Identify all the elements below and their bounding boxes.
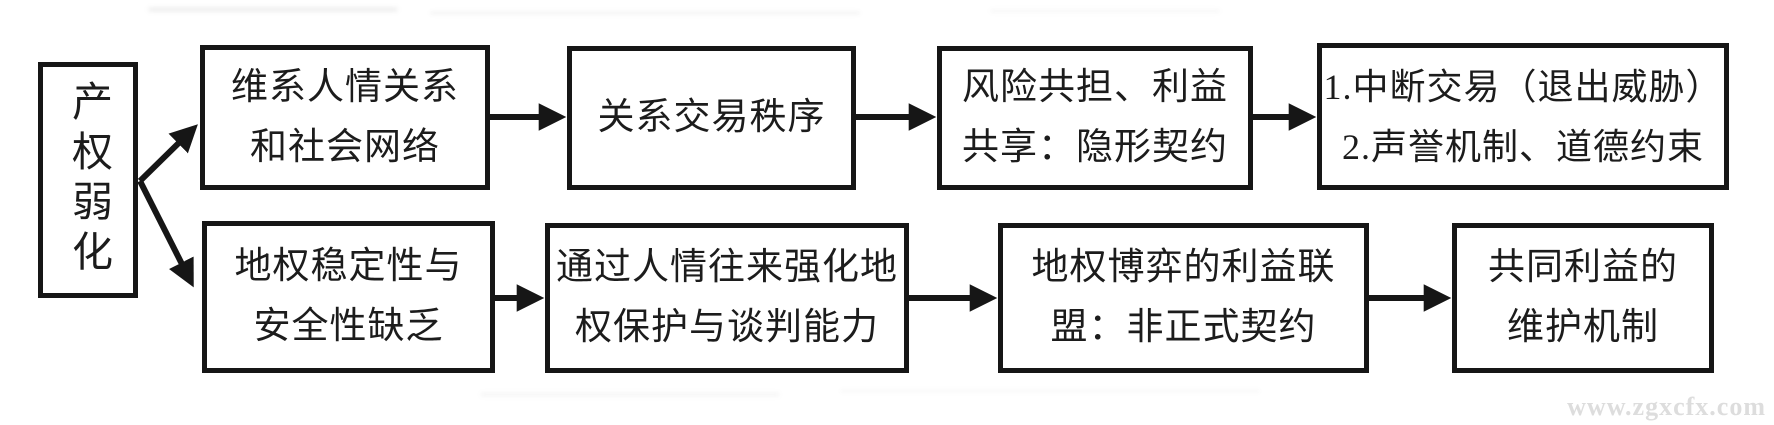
node-label-line: 权保护与谈判能力 bbox=[575, 307, 879, 348]
node-renqing-social-network: 维系人情关系 和社会网络 bbox=[200, 45, 490, 190]
node-label-line: 安全性缺乏 bbox=[253, 306, 444, 347]
arrow-source-to-land-tenure-insecurity bbox=[137, 179, 194, 288]
scan-artifact bbox=[840, 389, 1260, 393]
node-label-line: 维护机制 bbox=[1507, 307, 1659, 348]
watermark: www.zgxcfx.com bbox=[1567, 392, 1766, 421]
node-label-line: 风险共担、利益 bbox=[962, 67, 1228, 108]
node-exit-threat-reputation-constraint: 1.中断交易（退出威胁） 2.声誉机制、道德约束 bbox=[1317, 43, 1729, 190]
node-land-tenure-insecurity: 地权稳定性与 安全性缺乏 bbox=[202, 221, 495, 373]
scan-artifact bbox=[430, 11, 860, 15]
node-label-line: 共享：隐形契约 bbox=[962, 127, 1228, 168]
scan-artifact bbox=[990, 9, 1220, 13]
node-label: 产权弱化 bbox=[65, 80, 112, 280]
node-label-line: 地权博弈的利益联 bbox=[1031, 247, 1336, 288]
scan-artifact bbox=[148, 7, 398, 12]
node-interest-alliance-informal-contract: 地权博弈的利益联 盟：非正式契约 bbox=[998, 223, 1369, 373]
node-label-line: 通过人情往来强化地 bbox=[556, 247, 898, 288]
node-label-line: 和社会网络 bbox=[250, 126, 440, 168]
node-label-line: 地权稳定性与 bbox=[234, 246, 463, 287]
node-label-line: 关系交易秩序 bbox=[597, 97, 826, 138]
node-relational-transaction-order: 关系交易秩序 bbox=[567, 46, 856, 190]
node-common-interest-maintenance: 共同利益的 维护机制 bbox=[1452, 223, 1714, 373]
arrow-source-to-renqing-network bbox=[137, 124, 198, 184]
node-label-line: 盟：非正式契约 bbox=[1050, 307, 1317, 348]
node-property-rights-weakening: 产权弱化 bbox=[38, 62, 138, 298]
node-risk-sharing-implicit-contract: 风险共担、利益 共享：隐形契约 bbox=[937, 46, 1253, 190]
scan-artifact bbox=[480, 392, 780, 397]
node-label-line: 1.中断交易（退出威胁） bbox=[1323, 66, 1723, 107]
node-label-line: 2.声誉机制、道德约束 bbox=[1341, 126, 1704, 167]
node-label-line: 维系人情关系 bbox=[231, 66, 459, 108]
node-renqing-strengthen-land-protection: 通过人情往来强化地 权保护与谈判能力 bbox=[545, 223, 909, 373]
node-label-line: 共同利益的 bbox=[1488, 247, 1678, 288]
